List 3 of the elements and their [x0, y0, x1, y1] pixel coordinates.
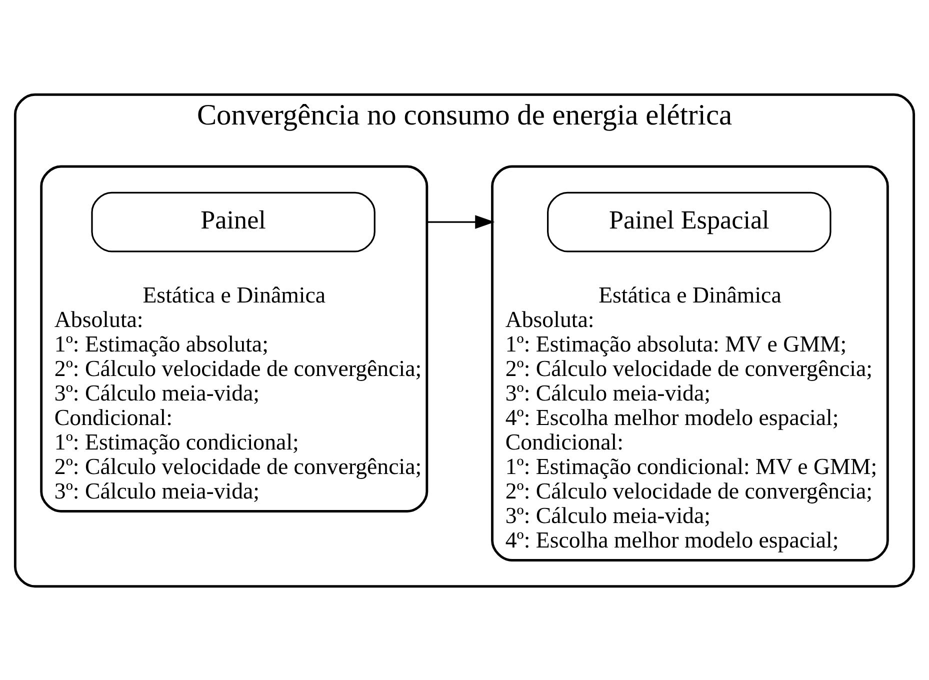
arrow [426, 214, 495, 228]
node-box: Painel [91, 191, 376, 252]
node-box: Painel Espacial [547, 191, 832, 252]
